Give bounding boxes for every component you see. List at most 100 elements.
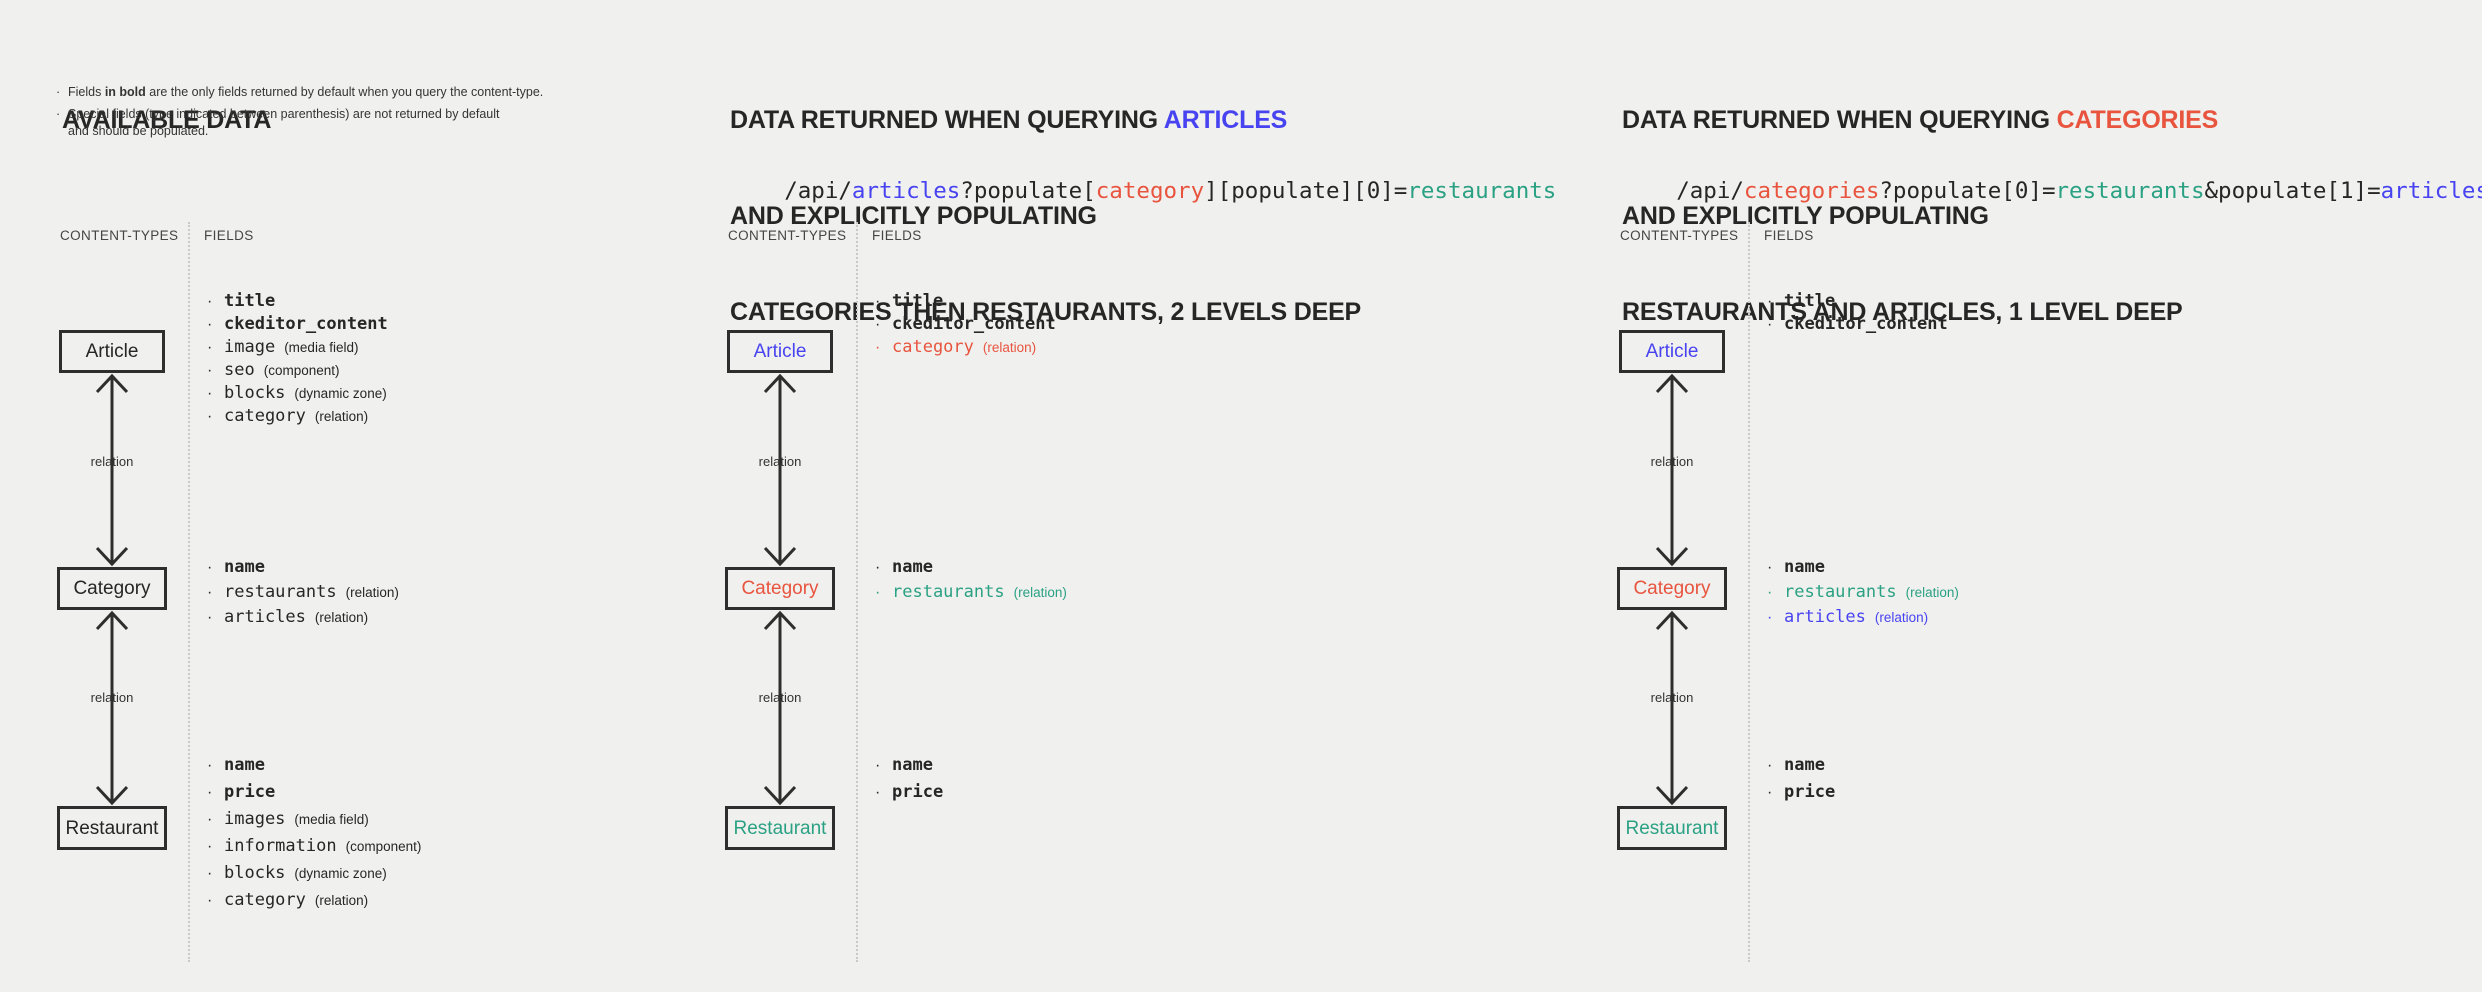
field-item: ·information(component) <box>202 833 421 860</box>
panel-title-text: DATA RETURNED WHEN QUERYING <box>1622 106 2057 134</box>
relation-label: relation <box>758 454 802 469</box>
api-query-url: /api/categories?populate[0]=restaurants&… <box>1622 146 2482 236</box>
panel-title: DATA RETURNED WHEN QUERYING ARTICLES AND… <box>730 40 1361 392</box>
panel-title-text: RESTAURANTS AND ARTICLES, 1 LEVEL DEEP <box>1622 298 2183 326</box>
note-text: Special fields (type indicated between p… <box>68 106 500 140</box>
field-item: ·ckeditor_content <box>202 313 388 336</box>
content-type-box-category: Category <box>57 567 167 610</box>
note-text-run: Fields <box>68 85 105 99</box>
field-item: ·name <box>1762 752 1835 779</box>
bullet-icon: · <box>207 408 213 425</box>
bullet-icon: · <box>1767 559 1773 576</box>
field-name: name <box>892 755 933 775</box>
field-item: ·blocks(dynamic zone) <box>202 382 388 405</box>
panel-querying-articles: DATA RETURNED WHEN QUERYING ARTICLES AND… <box>668 0 1560 992</box>
code-segment: ?populate[ <box>960 178 1096 204</box>
restaurant-fields-list: · name · price · images (media field) · informat… <box>202 752 421 914</box>
note-text: Fields in bold are the only fields retur… <box>68 84 543 101</box>
panel-title: DATA RETURNED WHEN QUERYING CATEGORIES A… <box>1622 40 2218 392</box>
field-item: · name <box>202 752 421 779</box>
panel-available-data: AVAILABLE DATA · Fields in bold are the … <box>0 0 668 992</box>
api-query-url: /api/articles?populate[category][populat… <box>730 146 1556 236</box>
bullet-icon: · <box>207 385 213 402</box>
field-type-annotation: (media field) <box>294 812 369 827</box>
field-item: ·category(relation) <box>202 405 388 428</box>
field-type-annotation: (relation) <box>314 893 369 908</box>
bullet-icon: · <box>207 339 213 356</box>
content-types-column-label: CONTENT-TYPES <box>1620 228 1739 243</box>
bullet-icon: · <box>875 757 881 774</box>
field-item: · name <box>1762 555 1959 580</box>
field-name: name <box>224 755 265 775</box>
content-type-box-restaurant: Restaurant <box>1617 806 1727 850</box>
article-fields-list: ·title·ckeditor_content·category(relatio… <box>870 290 1056 359</box>
relation-label: relation <box>90 454 134 469</box>
field-name: ckeditor_content <box>1784 314 1948 334</box>
bullet-icon: · <box>207 609 213 626</box>
content-type-box-article: Article <box>1619 330 1725 373</box>
relation-arrow <box>763 610 797 806</box>
bullet-icon: · <box>875 293 881 310</box>
field-name: articles <box>224 607 306 627</box>
field-item: ·title <box>202 290 388 313</box>
dotted-divider <box>1748 222 1750 962</box>
bullet-icon: · <box>1767 784 1773 801</box>
dotted-divider <box>856 222 858 962</box>
notes-list: · Fields in bold are the only fields ret… <box>56 84 616 145</box>
note-item: · Fields in bold are the only fields ret… <box>56 84 616 101</box>
panel-title-text: AND EXPLICITLY POPULATING <box>730 202 1097 230</box>
code-segment: ][populate][0]= <box>1204 178 1408 204</box>
bullet-icon: · <box>56 107 61 121</box>
bullet-icon: · <box>1767 609 1773 626</box>
bullet-icon: · <box>207 865 213 882</box>
field-name: restaurants <box>1784 582 1897 602</box>
field-type-annotation: (component) <box>263 363 340 378</box>
field-name: price <box>224 782 276 802</box>
field-item: ·articles(relation) <box>1762 605 1959 630</box>
content-types-column-label: CONTENT-TYPES <box>728 228 847 243</box>
relation-arrow <box>95 610 129 806</box>
field-name: price <box>1784 782 1836 802</box>
field-item: ·name <box>202 555 399 580</box>
note-item: · Special fields (type indicated between… <box>56 106 616 140</box>
field-type-annotation: (relation) <box>982 340 1037 355</box>
field-item: ·category(relation) <box>870 336 1056 359</box>
bullet-icon: · <box>207 838 213 855</box>
bullet-icon: · <box>207 757 213 774</box>
box-label: Category <box>73 578 151 599</box>
field-name: name <box>1784 557 1825 577</box>
field-item: ·category(relation) <box>202 887 421 914</box>
field-item: ·restaurants(relation) <box>202 580 399 605</box>
bullet-icon: · <box>1767 316 1773 333</box>
code-segment: categories <box>1743 178 1880 204</box>
code-segment: restaurants <box>1407 178 1557 204</box>
relation-arrow <box>1655 610 1689 806</box>
field-item: ·name <box>870 555 1067 580</box>
content-types-column-label: CONTENT-TYPES <box>60 228 179 243</box>
box-label: Article <box>753 341 807 362</box>
category-fields-list: ·name·restaurants(relation) · articles (rel… <box>202 555 399 630</box>
field-item: ·image(media field) <box>202 336 388 359</box>
field-name: images <box>224 809 286 829</box>
field-name: title <box>224 291 276 311</box>
box-label: Article <box>1645 341 1699 362</box>
relation-label: relation <box>1650 690 1694 705</box>
field-name: price <box>892 782 944 802</box>
field-name: information <box>224 836 337 856</box>
field-name: ckeditor_content <box>892 314 1056 334</box>
fields-column-label: FIELDS <box>1764 228 1814 243</box>
fields-column-label: FIELDS <box>204 228 254 243</box>
note-text-run: and should be populated. <box>68 124 209 138</box>
content-type-box-article: Article <box>59 330 165 373</box>
panel-querying-categories: DATA RETURNED WHEN QUERYING CATEGORIES A… <box>1560 0 2482 992</box>
relation-arrow <box>763 373 797 567</box>
box-label: Category <box>1633 578 1711 599</box>
content-type-box-restaurant: Restaurant <box>57 806 167 850</box>
field-item: ·images(media field) <box>202 806 421 833</box>
field-name: restaurants <box>892 582 1005 602</box>
field-item: · ckeditor_content <box>1762 313 1948 336</box>
code-segment: articles <box>2380 178 2482 204</box>
field-type-annotation: (relation) <box>345 585 399 600</box>
bullet-icon: · <box>207 892 213 909</box>
code-segment: ?populate[0]= <box>1879 178 2056 204</box>
